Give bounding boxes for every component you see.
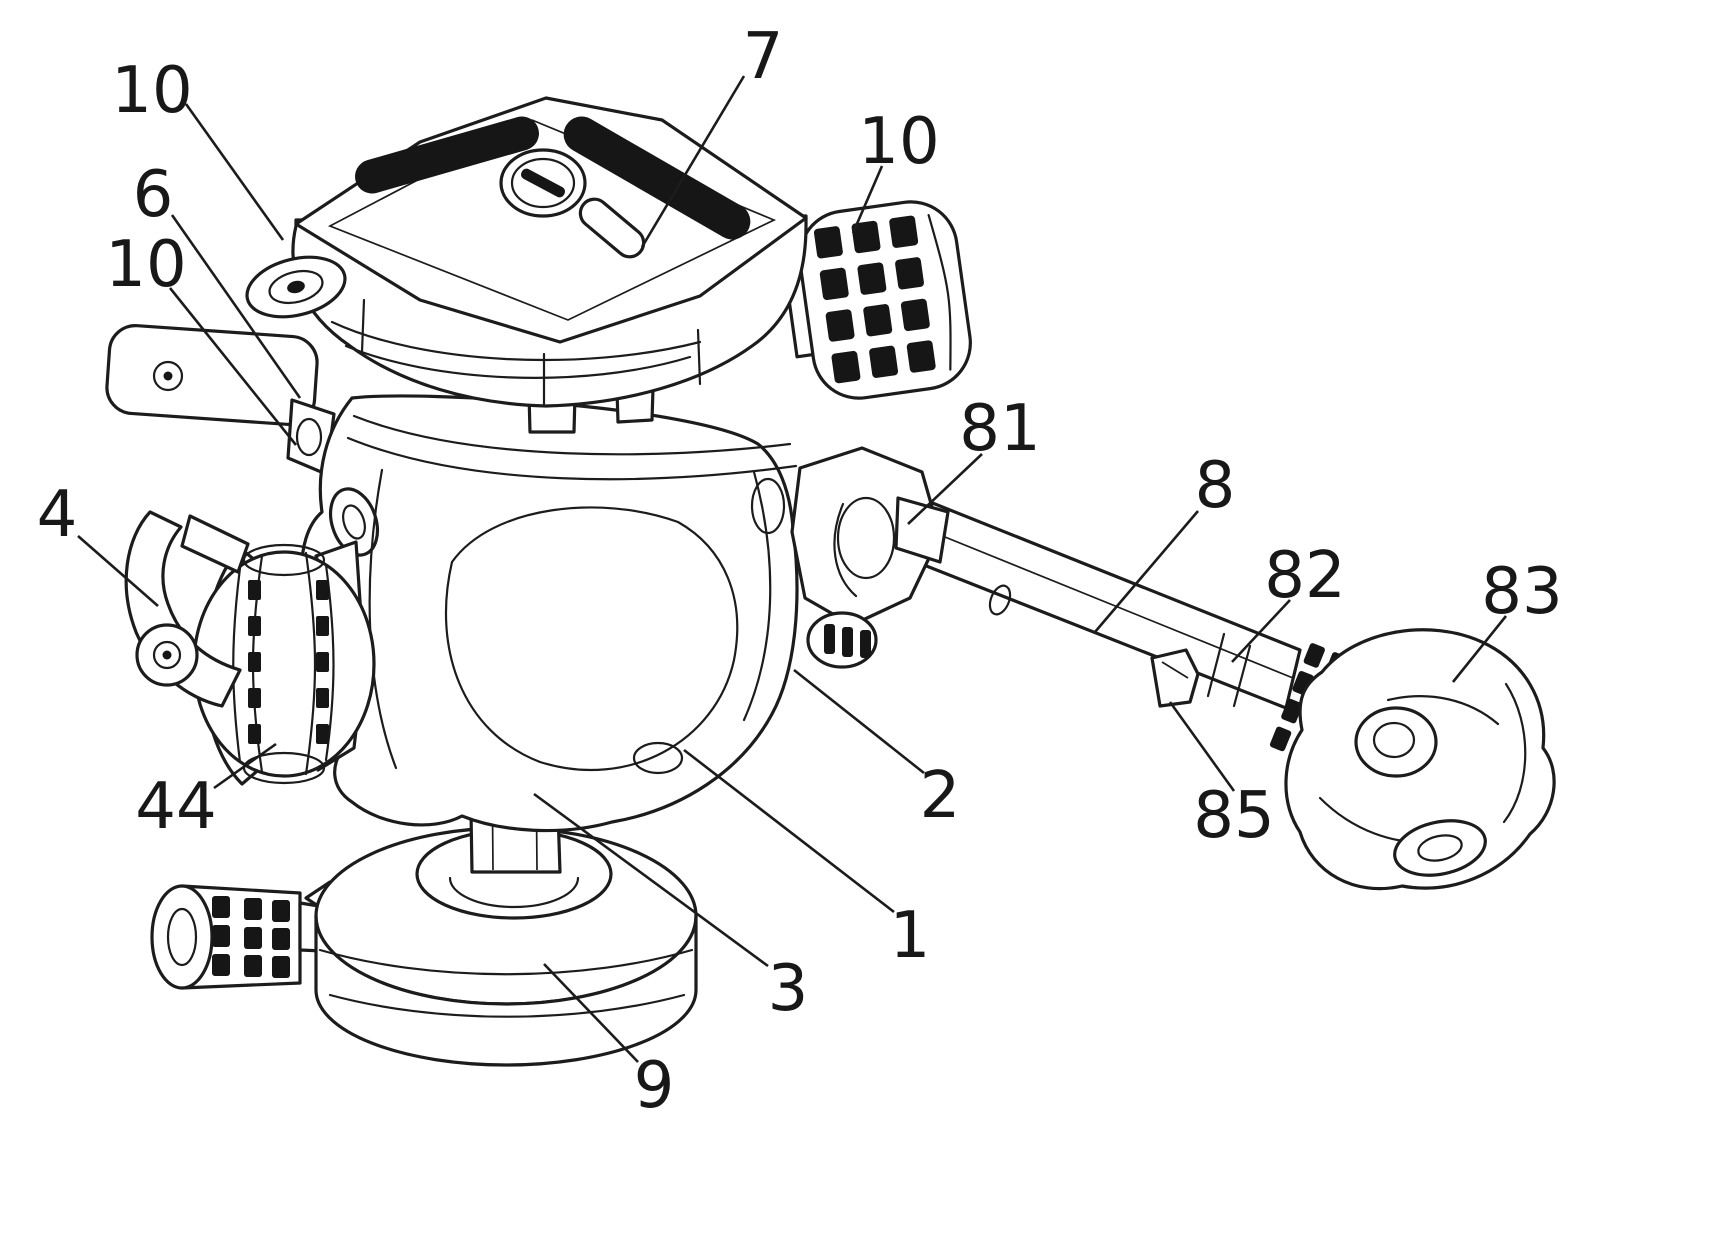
knurl-pattern — [248, 580, 329, 744]
leader-44 — [213, 742, 277, 790]
leader-lines — [77, 75, 1508, 1063]
ref-label-10-left: 10 — [105, 228, 186, 302]
ref-label-2: 2 — [920, 759, 961, 833]
ref-label-10-right: 10 — [858, 105, 939, 179]
ref-label-9: 9 — [634, 1049, 675, 1123]
main-housing — [299, 394, 799, 833]
ref-label-4: 4 — [37, 478, 78, 552]
leader-82 — [1231, 599, 1291, 663]
handle-bracket — [790, 446, 942, 627]
leader-1 — [683, 748, 895, 914]
ref-label-10-top: 10 — [111, 54, 192, 128]
leader-4 — [77, 535, 159, 607]
ref-label-7: 7 — [743, 20, 784, 94]
quick-release-plate — [245, 96, 808, 344]
leader-2 — [793, 668, 925, 775]
knurl-pattern — [212, 896, 290, 978]
reference-labels: 10 7 10 6 10 4 44 81 8 82 83 2 1 3 9 85 — [37, 20, 1563, 1123]
side-lock-assembly — [124, 510, 376, 786]
tilt-lever-left — [105, 324, 336, 476]
pan-handle — [790, 446, 1556, 891]
rubber-pad-right — [563, 116, 751, 240]
handle-rod — [889, 490, 1302, 710]
leader-9 — [543, 963, 639, 1063]
handle-clip — [1150, 648, 1200, 708]
pan-lock-knob — [783, 200, 972, 400]
leader-3 — [533, 792, 769, 968]
leader-81 — [907, 453, 983, 525]
ref-label-3: 3 — [768, 952, 809, 1026]
leader-10-right — [851, 165, 884, 234]
ref-label-85: 85 — [1193, 779, 1274, 853]
leader-7 — [640, 75, 746, 248]
ref-label-44: 44 — [135, 770, 216, 844]
leader-83 — [1451, 615, 1508, 683]
ref-label-82: 82 — [1264, 539, 1345, 613]
plate-slot — [578, 197, 646, 259]
ref-label-8: 8 — [1195, 449, 1236, 523]
knurl-pattern — [813, 215, 936, 384]
lever-pivot-hole — [152, 360, 184, 392]
ref-label-81: 81 — [959, 392, 1040, 466]
handle-hinge — [894, 496, 950, 564]
ref-label-83: 83 — [1481, 555, 1562, 629]
ref-label-6: 6 — [133, 158, 174, 232]
leader-8 — [1094, 510, 1199, 633]
leader-6 — [170, 214, 302, 399]
leader-85 — [1168, 701, 1236, 792]
leader-10-top — [184, 103, 285, 241]
ref-label-1: 1 — [890, 899, 931, 973]
rubber-pad-left — [355, 116, 539, 194]
leader-10-left — [168, 287, 298, 446]
